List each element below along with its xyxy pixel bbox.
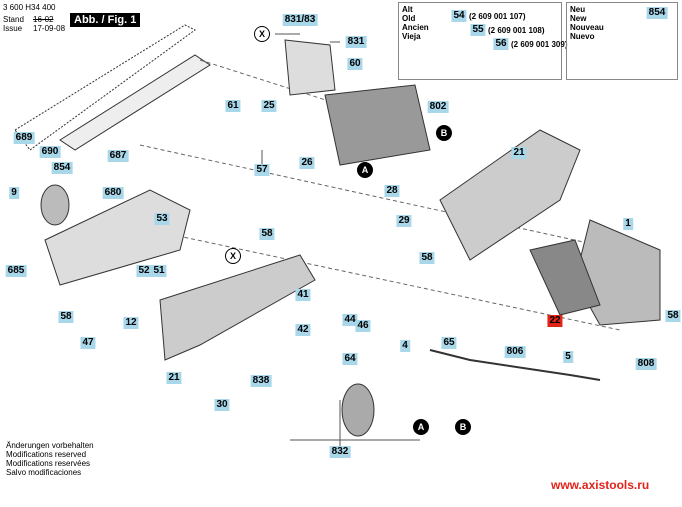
part-label: 53: [154, 213, 170, 225]
footer-notes: Änderungen vorbehalten Modifications res…: [6, 441, 94, 477]
cable: [429, 349, 601, 381]
part-label: 806: [504, 346, 526, 358]
part-854-new: 854: [646, 7, 668, 19]
old-parts-box: Alt Old Ancien Vieja 54 (2 609 001 107) …: [398, 2, 568, 80]
part-label: 46: [355, 320, 371, 332]
part-label: 29: [396, 215, 412, 227]
figure-label: Abb. / Fig. 1: [70, 13, 141, 27]
housing-right: [439, 129, 581, 261]
website-link[interactable]: www.axistools.ru: [551, 478, 650, 492]
part-label: 58: [419, 252, 435, 264]
guide-bar: [59, 54, 211, 151]
part-label: 5: [563, 351, 573, 363]
part-label: 12: [123, 317, 139, 329]
part-label: 64: [342, 353, 358, 365]
old-line: Old: [402, 14, 416, 23]
part-label: 58: [259, 228, 275, 240]
sprocket-cover: [44, 189, 191, 286]
part-label-highlighted: 22: [547, 315, 563, 327]
new-parts-box: Neu New Nouveau Nuevo 854: [566, 2, 678, 80]
part-label: 689: [13, 132, 35, 144]
old-line: Vieja: [402, 32, 421, 41]
new-line: Nuevo: [570, 32, 595, 41]
leader-lines: [261, 33, 420, 452]
part-label: 44: [342, 314, 358, 326]
part-label: 28: [384, 185, 400, 197]
part-label: 61: [225, 100, 241, 112]
footer-line: Modifications reservées: [6, 459, 91, 468]
part-label: 51: [151, 265, 167, 277]
sprocket-wheel: [40, 184, 70, 226]
new-line: Neu: [570, 5, 586, 14]
part-label: 30: [214, 399, 230, 411]
part-label: 680: [102, 187, 124, 199]
doc-number: 3 600 H34 400: [3, 3, 56, 12]
part-label: 57: [254, 164, 270, 176]
part-label: 58: [665, 310, 681, 322]
part-54: 54: [451, 10, 467, 22]
part-label: 838: [250, 375, 272, 387]
part-label: 52: [136, 265, 152, 277]
part-56: 56: [493, 38, 509, 50]
issue-date: 17-09-08: [33, 24, 66, 33]
part-label: 1: [623, 218, 633, 230]
spur-gear: [341, 383, 375, 437]
part-label: 4: [400, 340, 410, 352]
new-line: Nouveau: [570, 23, 604, 32]
part-label: 47: [80, 337, 96, 349]
footer-line: Salvo modificaciones: [6, 468, 82, 477]
motor-cover: [529, 239, 601, 316]
part-label: 41: [295, 289, 311, 301]
housing-left: [159, 254, 316, 361]
part-label: 21: [511, 147, 527, 159]
part-label: 690: [39, 146, 61, 158]
part-56-number: (2 609 001 309): [511, 40, 568, 49]
motor: [324, 84, 431, 166]
part-label: 9: [9, 187, 19, 199]
part-label: 808: [635, 358, 657, 370]
marker-b: B: [436, 125, 452, 141]
part-55: 55: [470, 24, 486, 36]
part-label: 21: [166, 372, 182, 384]
part-label: 65: [441, 337, 457, 349]
part-label: 26: [299, 157, 315, 169]
part-54-number: (2 609 001 107): [469, 12, 526, 21]
new-line: New: [570, 14, 587, 23]
issue-label: Issue: [3, 24, 23, 33]
part-label: 831: [345, 36, 367, 48]
marker-b: B: [455, 419, 471, 435]
stand-label: Stand: [3, 15, 24, 24]
old-line: Ancien: [402, 23, 429, 32]
footer-line: Änderungen vorbehalten: [6, 441, 94, 450]
part-label: 685: [5, 265, 27, 277]
marker-a: A: [413, 419, 429, 435]
marker-a: A: [357, 162, 373, 178]
part-label: 687: [107, 150, 129, 162]
part-label: 831/83: [282, 14, 318, 26]
part-label: 854: [51, 162, 73, 174]
marker-x: X: [254, 26, 270, 42]
footer-line: Modifications reserved: [6, 450, 87, 459]
oil-tank: [284, 39, 336, 96]
part-label: 42: [295, 324, 311, 336]
marker-x: X: [225, 248, 241, 264]
part-label: 832: [329, 446, 351, 458]
part-label: 25: [261, 100, 277, 112]
saw-chain: [14, 24, 196, 151]
old-line: Alt: [402, 5, 413, 14]
part-label: 58: [58, 311, 74, 323]
part-55-number: (2 609 001 108): [488, 26, 545, 35]
stand-date: 16-02: [33, 15, 54, 24]
part-label: 60: [347, 58, 363, 70]
part-label: 802: [427, 101, 449, 113]
